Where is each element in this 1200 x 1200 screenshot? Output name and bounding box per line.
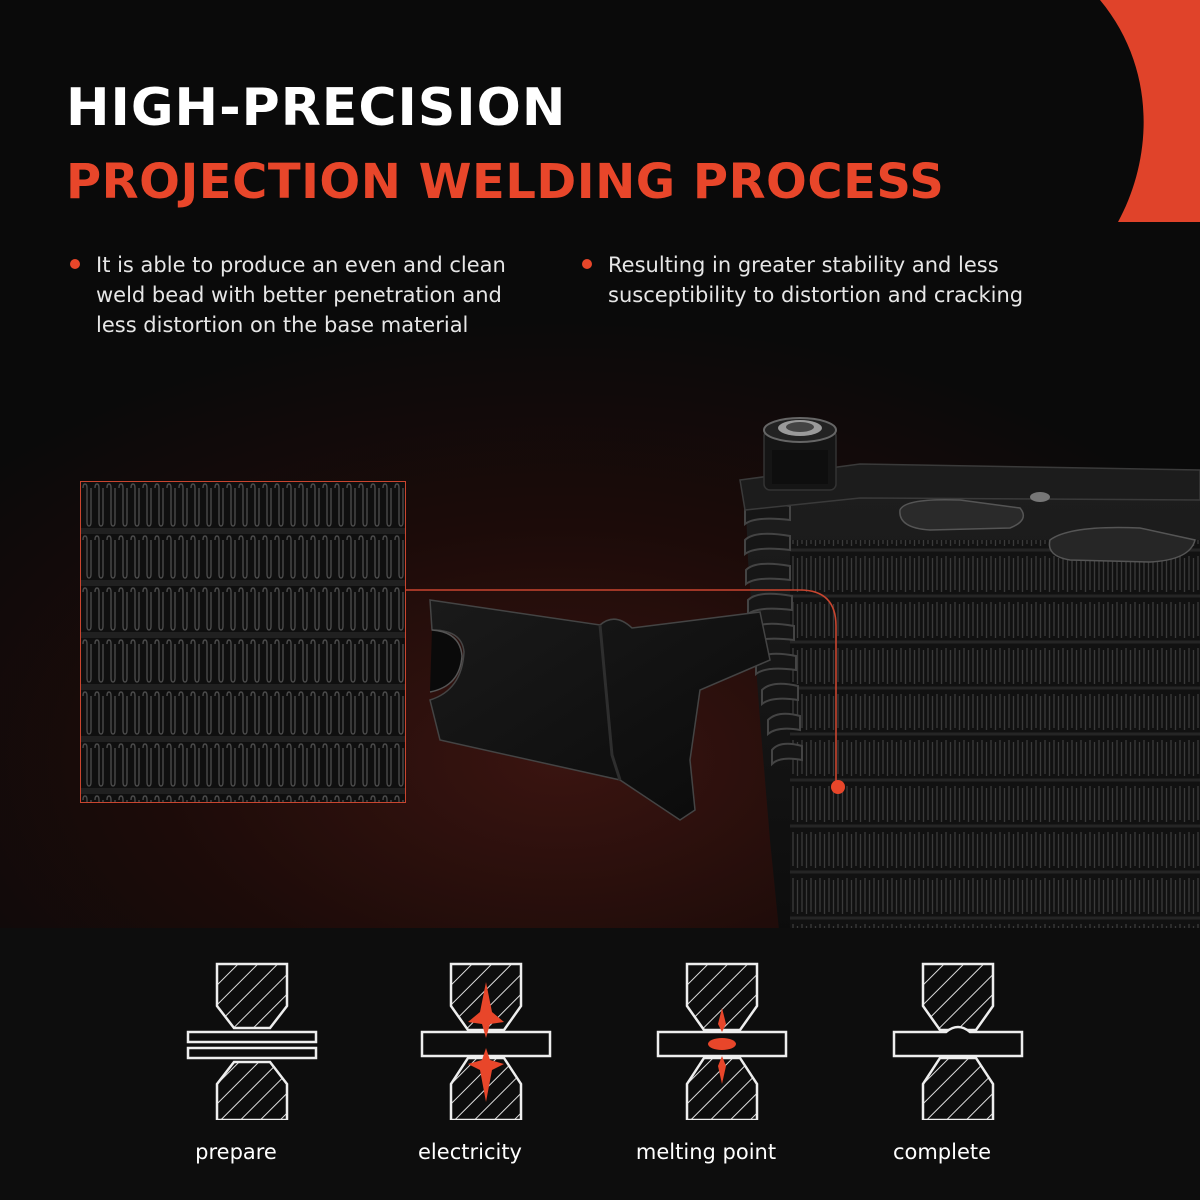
bullet-dot-icon <box>582 259 592 269</box>
process-steps-band <box>0 928 1200 1200</box>
weld-melting-icon <box>656 962 788 1120</box>
step-complete: complete <box>852 960 1032 1180</box>
corner-accent-shape <box>1060 0 1200 222</box>
bullet-dot-icon <box>70 259 80 269</box>
headline-line-2: PROJECTION WELDING PROCESS <box>66 154 945 210</box>
weld-complete-icon <box>892 962 1024 1120</box>
bullet-text: It is able to produce an even and clean … <box>96 253 506 337</box>
zoom-detail-box <box>80 481 406 803</box>
bullet-item: It is able to produce an even and clean … <box>70 250 540 340</box>
step-electricity: electricity <box>380 960 560 1180</box>
step-melting-point: melting point <box>616 960 796 1180</box>
weld-electricity-icon <box>420 962 552 1120</box>
oil-cooler-image <box>406 417 1200 940</box>
weld-prepare-icon <box>186 962 318 1120</box>
step-label: melting point <box>635 1140 777 1164</box>
step-label: prepare <box>195 1140 277 1164</box>
headline-line-1: HIGH-PRECISION <box>66 78 567 138</box>
bullet-item: Resulting in greater stability and less … <box>582 250 1052 310</box>
bullet-text: Resulting in greater stability and less … <box>608 253 1024 307</box>
headline: HIGH-PRECISION PROJECTION WELDING PROCES… <box>66 78 944 212</box>
step-label: electricity <box>418 1140 522 1164</box>
step-prepare: prepare <box>146 960 326 1180</box>
step-label: complete <box>892 1140 992 1164</box>
